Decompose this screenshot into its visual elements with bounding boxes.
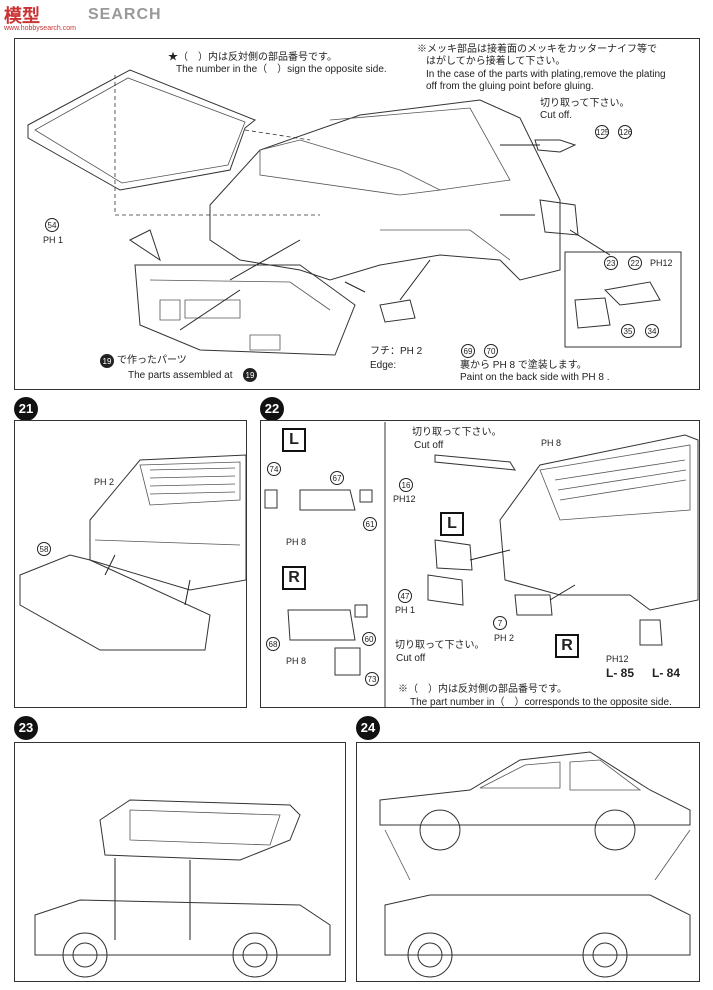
watermark-url: www.hobbysearch.com <box>4 25 76 32</box>
step22-part-L85: L- 85 <box>606 666 635 680</box>
ph-54-label: PH 1 <box>43 235 64 245</box>
step22-cutoff2-en: Cut off <box>396 653 426 664</box>
edge-en: Edge: <box>370 360 397 371</box>
step-22-panel <box>260 420 700 708</box>
part-22-label: 22 <box>628 256 642 270</box>
step22-part-67: 67 <box>330 471 344 485</box>
step22-part-47: 47 <box>398 589 412 603</box>
top-panel <box>14 38 700 390</box>
step22-L2-box: L <box>440 512 464 536</box>
cutoff-en: Cut off. <box>540 110 573 121</box>
step22-part-73: 73 <box>365 672 379 686</box>
step22-R-box: R <box>282 566 306 590</box>
step22-note-jp: ※（ ）内は反対側の部品番号です。 <box>398 684 567 695</box>
step22-ph8c: PH 8 <box>541 438 562 448</box>
step22-ph2: PH 2 <box>494 633 515 643</box>
step22-cutoff-en: Cut off <box>414 440 444 451</box>
step22-cutoff2-jp: 切り取って下さい。 <box>395 640 485 651</box>
step-19-ref: 19 <box>100 354 114 368</box>
part-126-label: 126 <box>618 125 632 139</box>
step22-part-L84: L- 84 <box>652 666 681 680</box>
assembled-en: The parts assembled at <box>128 370 233 381</box>
step22-ph12b: PH12 <box>606 654 629 664</box>
step22-note-en: The part number in（ ）corresponds to the … <box>410 697 672 708</box>
step22-ph8a: PH 8 <box>286 537 307 547</box>
part-70-label: 70 <box>484 344 498 358</box>
part-35-label: 35 <box>621 324 635 338</box>
plating-note-en1: In the case of the parts with plating,re… <box>426 69 666 80</box>
top-illustration <box>27 69 682 356</box>
plating-note-jp2: はがしてから接着して下さい。 <box>426 56 566 67</box>
step22-part-68: 68 <box>266 637 280 651</box>
step-24-panel <box>356 742 700 982</box>
step22-ph1: PH 1 <box>395 605 416 615</box>
step22-part-16: 16 <box>399 478 413 492</box>
ph12-label: PH12 <box>650 258 673 268</box>
part-23-label: 23 <box>604 256 618 270</box>
plating-note-en2: off from the gluing point before gluing. <box>426 81 594 92</box>
step22-ph8b: PH 8 <box>286 656 307 666</box>
part-125-label: 125 <box>595 125 609 139</box>
step22-cutoff-jp: 切り取って下さい。 <box>412 427 502 438</box>
paint-jp: 裏から PH 8 で塗装します。 <box>460 360 587 371</box>
part-69-label: 69 <box>461 344 475 358</box>
step22-part-61: 61 <box>363 517 377 531</box>
step22-part-7: 7 <box>493 616 507 630</box>
step-21-marker: 21 <box>14 397 38 421</box>
step-23-marker: 23 <box>14 716 38 740</box>
step-19-ref-en: 19 <box>243 368 257 382</box>
star-note-en: The number in the（ ）sign the opposite si… <box>176 64 387 75</box>
step-24-marker: 24 <box>356 716 380 740</box>
paint-en: Paint on the back side with PH 8 . <box>460 372 610 383</box>
step21-part-58: 58 <box>37 542 51 556</box>
step22-part-74: 74 <box>267 462 281 476</box>
watermark: 模型 SEARCH www.hobbysearch.com <box>0 0 240 34</box>
watermark-brand: SEARCH <box>88 6 162 23</box>
step22-L-box: L <box>282 428 306 452</box>
step-22-marker: 22 <box>260 397 284 421</box>
plating-note-jp1: ※メッキ部品は接着面のメッキをカッターナイフ等で <box>417 44 657 55</box>
step22-R2-box: R <box>555 634 579 658</box>
assembled-jp: で作ったパーツ <box>117 355 187 366</box>
part-34-label: 34 <box>645 324 659 338</box>
edge-jp: フチ：PH 2 <box>370 346 423 357</box>
step22-ph12: PH12 <box>393 494 416 504</box>
watermark-cjk: 模型 <box>4 6 40 27</box>
star-note-jp: ★（ ）内は反対側の部品番号です。 <box>168 52 337 63</box>
step-21-panel <box>14 420 247 708</box>
part-54-label: 54 <box>45 218 59 232</box>
step21-ph2: PH 2 <box>94 477 115 487</box>
step22-part-60: 60 <box>362 632 376 646</box>
step-23-panel <box>14 742 346 982</box>
cutoff-jp: 切り取って下さい。 <box>540 98 630 109</box>
